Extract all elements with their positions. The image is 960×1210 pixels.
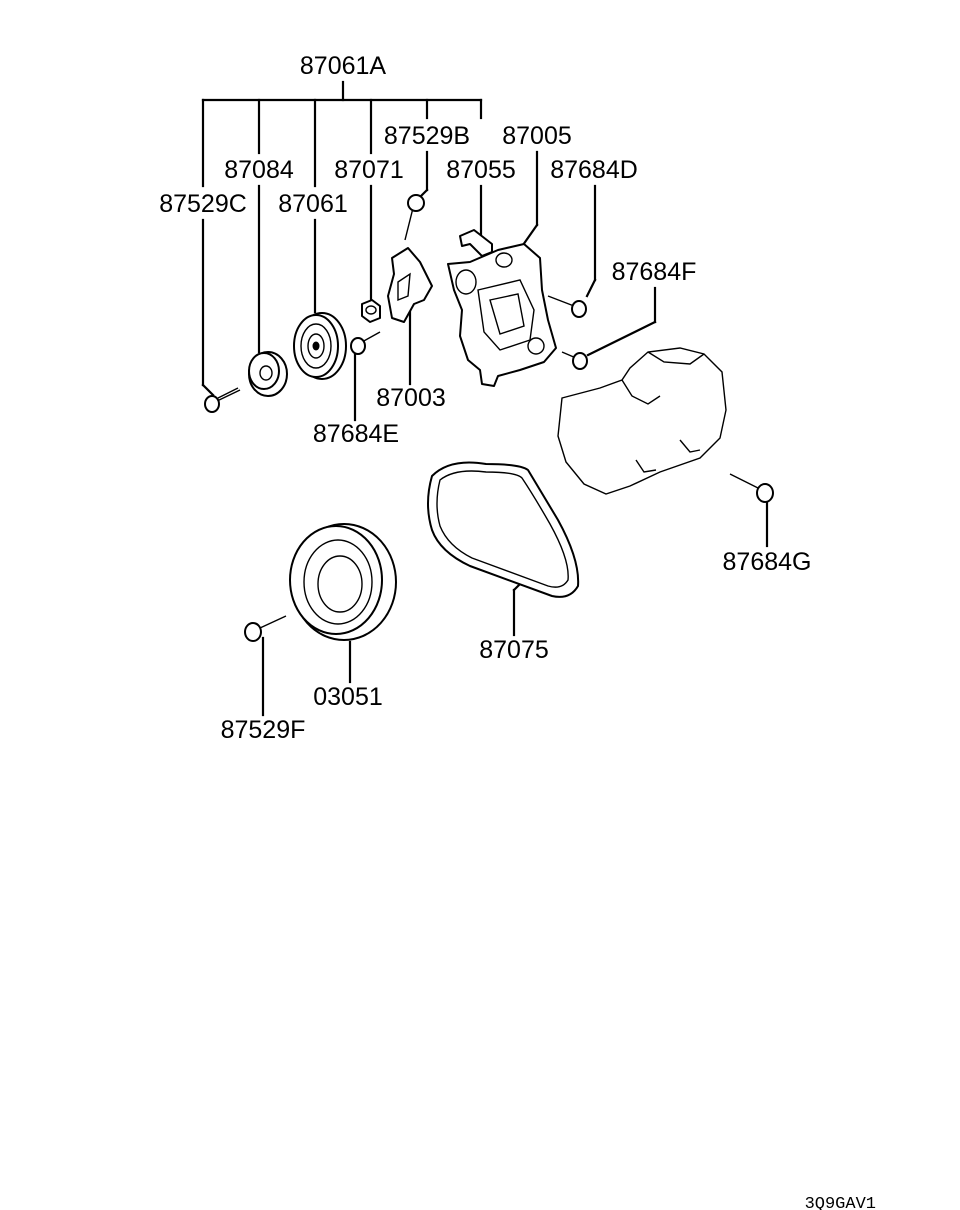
label-87684e: 87684E <box>313 420 399 448</box>
label-87684f: 87684F <box>612 258 697 286</box>
bolt-87684d <box>547 295 587 318</box>
label-87684d: 87684D <box>550 156 638 184</box>
nut-87071 <box>361 299 381 323</box>
label-assembly: 87061A <box>300 52 387 80</box>
diagram-code: 3Q9GAV1 <box>805 1195 876 1210</box>
label-87529f: 87529F <box>221 716 306 744</box>
label-87003: 87003 <box>376 384 446 412</box>
drive-belt-87075 <box>427 461 580 598</box>
label-87075: 87075 <box>479 636 549 664</box>
label-03051: 03051 <box>313 683 383 711</box>
label-87684g: 87684G <box>723 548 812 576</box>
crank-pulley-03051 <box>289 523 397 641</box>
label-87084: 87084 <box>224 156 294 184</box>
spacer-87084 <box>248 351 288 397</box>
compressor-outline <box>557 347 727 495</box>
label-87071: 87071 <box>334 156 404 184</box>
bolt-87529b <box>404 194 425 241</box>
bolt-87684g <box>729 473 774 503</box>
adjuster-bracket-87003 <box>387 247 433 323</box>
label-87529b: 87529B <box>384 122 470 150</box>
clip-87055 <box>459 229 493 257</box>
label-87529c: 87529C <box>159 190 247 218</box>
label-87055: 87055 <box>446 156 516 184</box>
idler-pulley-87061 <box>293 312 347 380</box>
compressor-bracket-87005 <box>447 243 557 387</box>
bolt-87529f <box>244 615 287 642</box>
bolt-87684e <box>350 331 381 355</box>
label-87061: 87061 <box>278 190 348 218</box>
label-87005: 87005 <box>502 122 572 150</box>
bolt-87684f <box>561 351 588 370</box>
bolt-87529c <box>204 387 241 413</box>
leader-lines <box>201 80 769 717</box>
